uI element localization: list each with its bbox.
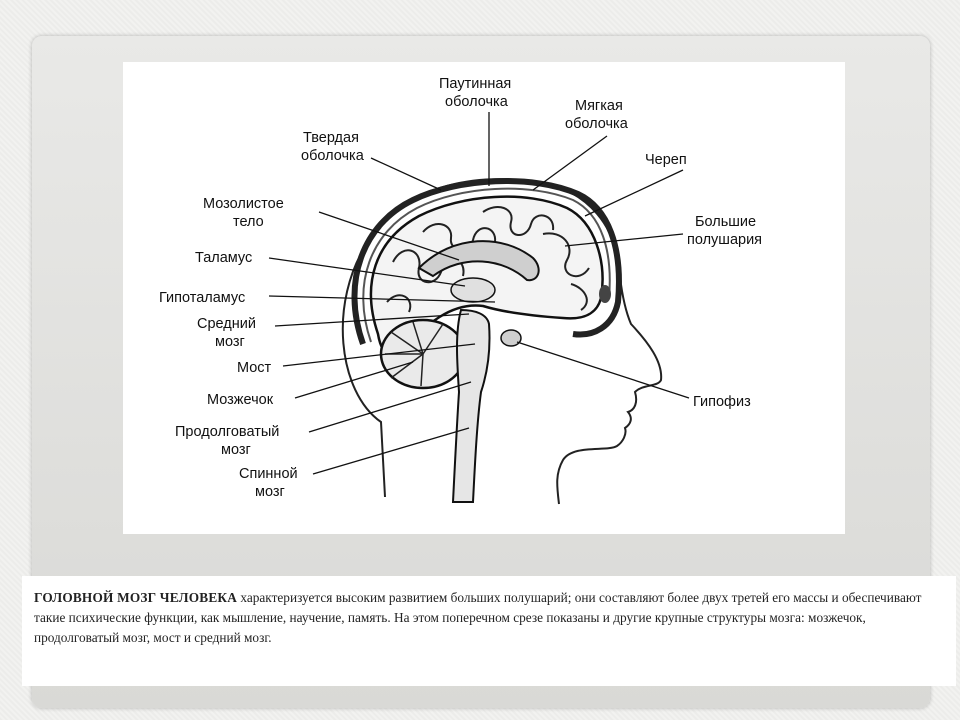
leader-lines xyxy=(268,112,690,475)
label-pituitary: Гипофиз xyxy=(693,394,751,410)
caption-lead: ГОЛОВНОЙ МОЗГ ЧЕЛОВЕКА xyxy=(34,590,238,605)
dura-layer xyxy=(362,187,611,343)
label-arachnoid-1: Паутинная xyxy=(439,76,511,92)
brain-diagram: Паутинная оболочка Мягкая оболочка Тверд… xyxy=(123,62,845,534)
label-medulla-1: Продолговатый xyxy=(175,424,279,440)
label-pons: Мост xyxy=(237,360,272,376)
label-hemispheres-1: Большие xyxy=(695,214,756,230)
label-medulla-2: мозг xyxy=(221,442,251,458)
label-corpus-2: тело xyxy=(233,214,264,230)
label-dura-2: оболочка xyxy=(301,148,365,164)
label-skull: Череп xyxy=(645,152,687,168)
label-arachnoid-2: оболочка xyxy=(445,94,509,110)
skull-shape xyxy=(351,178,622,346)
label-pia-1: Мягкая xyxy=(575,98,623,114)
label-corpus-1: Мозолистое xyxy=(203,196,284,212)
label-thalamus: Таламус xyxy=(195,250,252,266)
pituitary-shape xyxy=(500,329,522,347)
label-spinal-1: Спинной xyxy=(239,466,298,482)
label-dura-1: Твердая xyxy=(303,130,359,146)
label-midbrain-1: Средний xyxy=(197,316,256,332)
caption-body: характеризуется высоким развитием больши… xyxy=(34,590,922,645)
brain-illustration: Паутинная оболочка Мягкая оболочка Тверд… xyxy=(159,76,762,505)
corpus-callosum-shape xyxy=(417,240,540,282)
caption-box: ГОЛОВНОЙ МОЗГ ЧЕЛОВЕКА характеризуется в… xyxy=(22,576,956,686)
eye-socket-shape xyxy=(599,285,611,303)
label-spinal-2: мозг xyxy=(255,484,285,500)
label-hypothalamus: Гипоталамус xyxy=(159,290,245,306)
label-hemispheres-2: полушария xyxy=(687,232,762,248)
thalamus-shape xyxy=(450,277,496,303)
label-midbrain-2: мозг xyxy=(215,334,245,350)
label-cerebellum: Мозжечок xyxy=(207,392,274,408)
brainstem-shape xyxy=(451,308,491,503)
label-pia-2: оболочка xyxy=(565,116,629,132)
